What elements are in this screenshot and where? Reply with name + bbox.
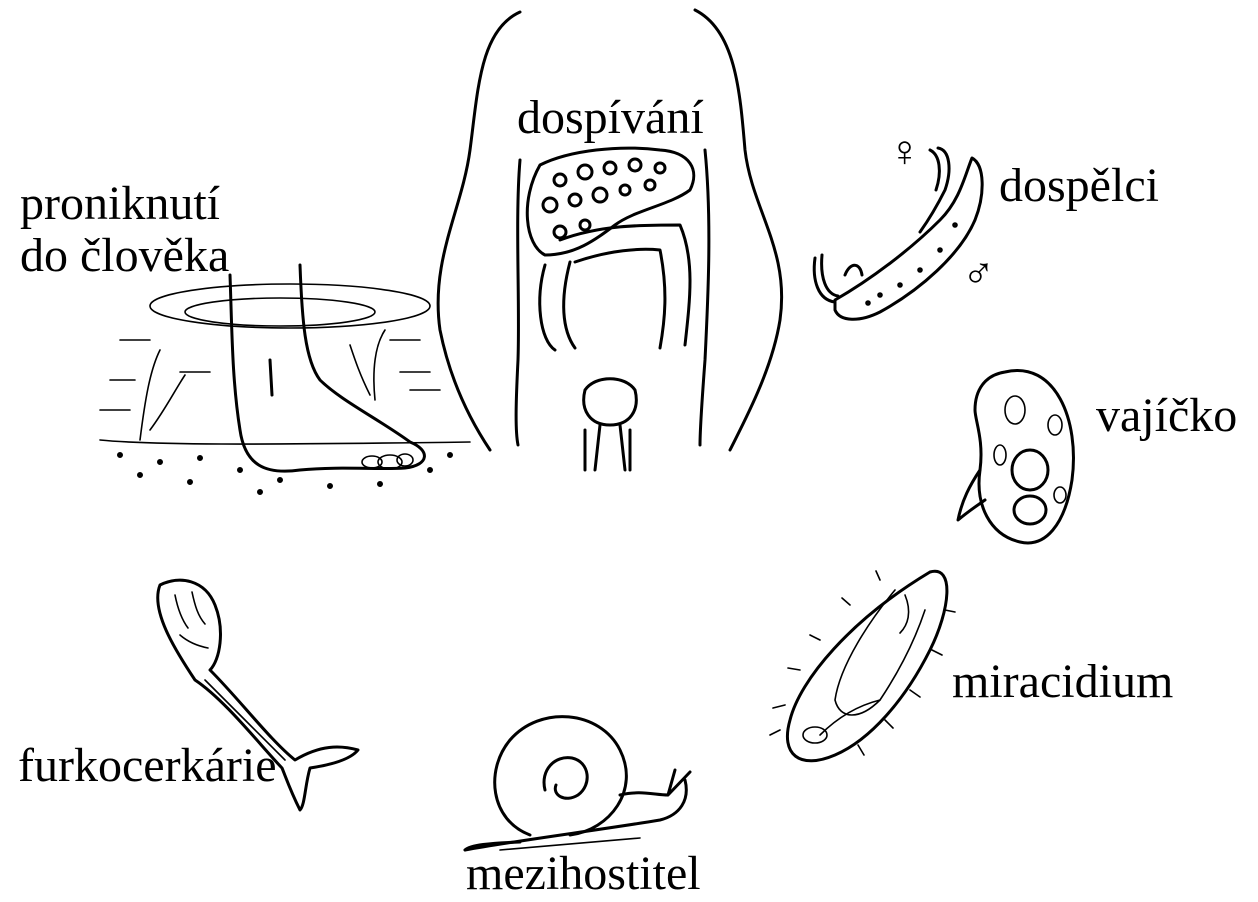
label-penetration-line2: do člověka bbox=[20, 230, 229, 282]
label-maturation: dospívání bbox=[517, 92, 704, 144]
human-torso-illustration bbox=[438, 10, 782, 470]
label-furcocercaria: furkocerkárie bbox=[18, 740, 277, 792]
male-symbol: ♂ bbox=[962, 252, 995, 296]
egg-illustration bbox=[958, 370, 1073, 542]
label-miracidium: miracidium bbox=[952, 656, 1173, 708]
label-intermediate-host: mezihostitel bbox=[466, 848, 701, 900]
label-egg: vajíčko bbox=[1096, 390, 1237, 442]
foot-in-water-illustration bbox=[100, 265, 470, 494]
snail-illustration bbox=[465, 717, 690, 850]
female-symbol: ♀ bbox=[888, 130, 921, 174]
miracidium-illustration bbox=[770, 571, 955, 761]
label-adults: dospělci bbox=[999, 160, 1159, 212]
label-penetration-line1: proniknutí bbox=[20, 178, 220, 230]
